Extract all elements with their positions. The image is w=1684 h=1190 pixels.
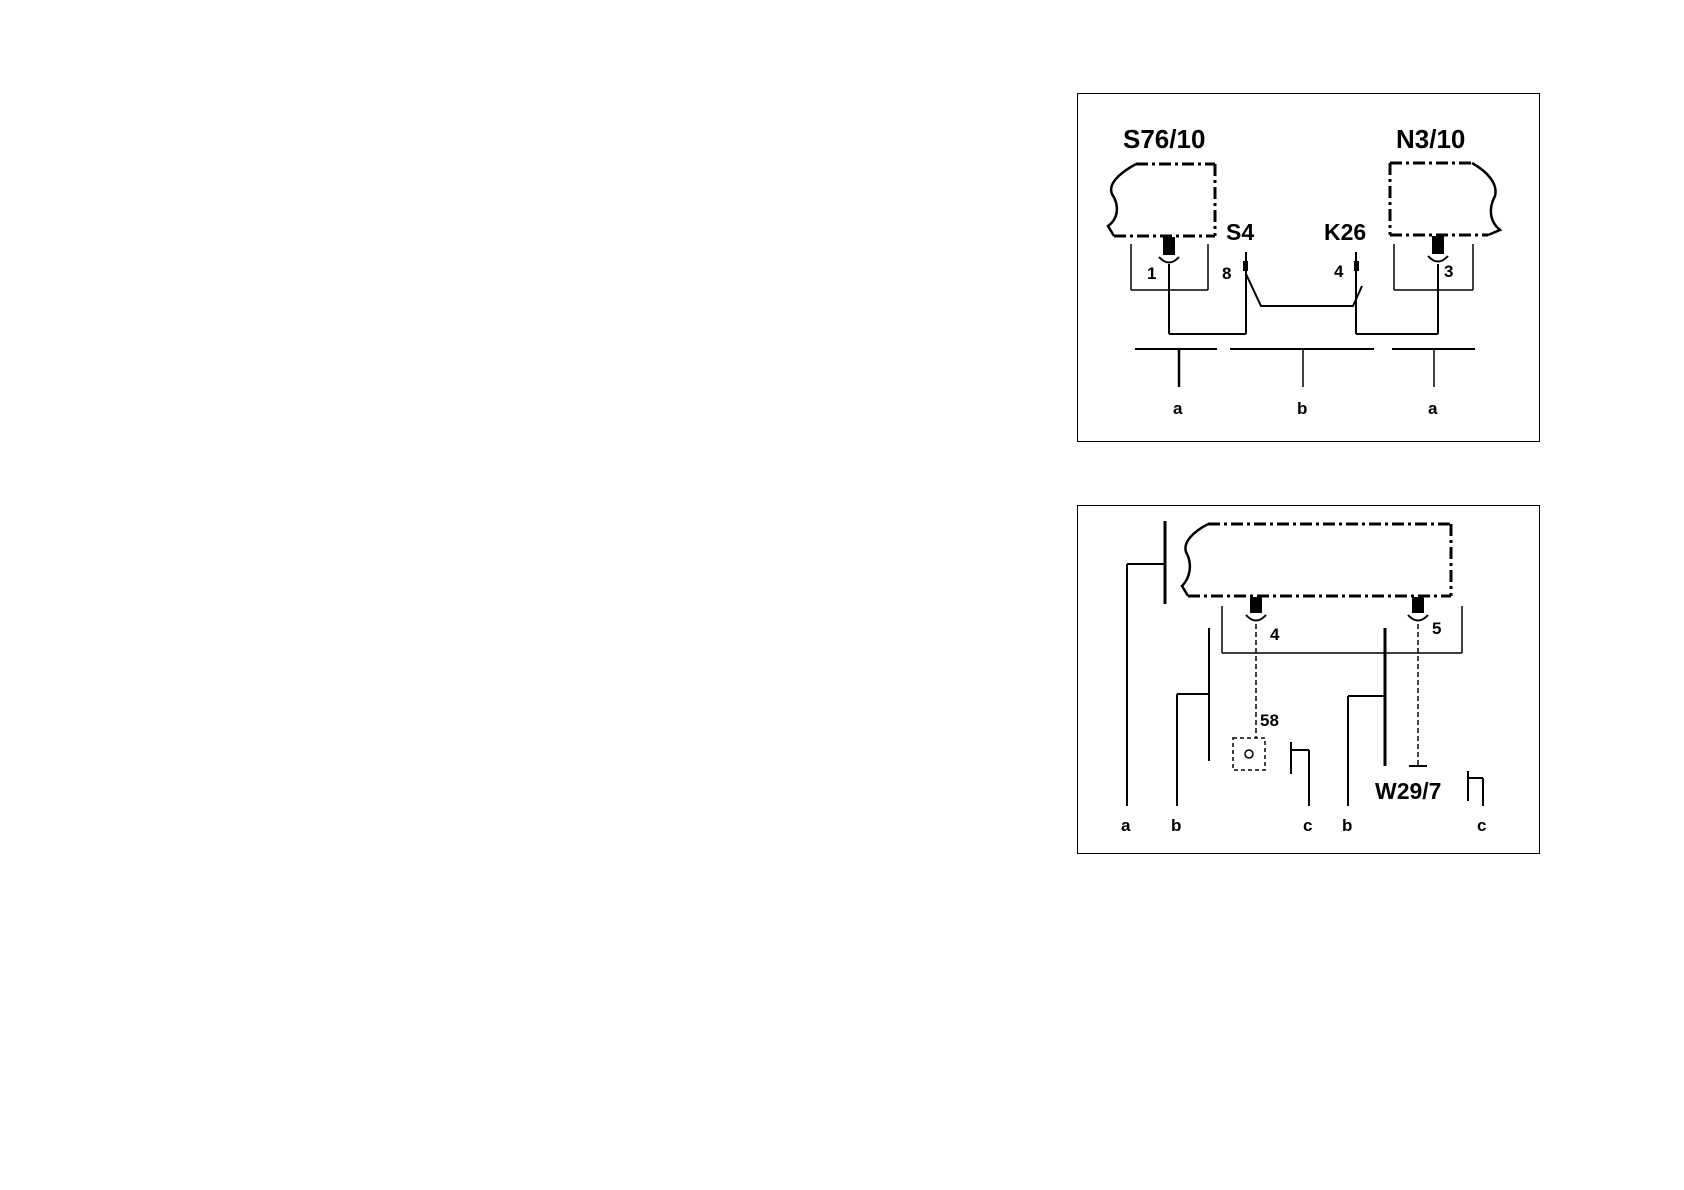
wire-c-left (1291, 742, 1309, 806)
component-s76-10-housing (1108, 164, 1215, 236)
bus-bars-top (1135, 349, 1475, 387)
bus-label-b: b (1297, 399, 1307, 418)
bus-label-b-left: b (1171, 816, 1181, 835)
terminal-label-58: 58 (1260, 711, 1279, 730)
label-s76-10: S76/10 (1123, 124, 1205, 154)
component-housing-bottom (1182, 524, 1451, 596)
wiring-diagram-top-svg: S76/10 1 N3/10 3 S (1078, 94, 1539, 441)
wiring-diagram-top: S76/10 1 N3/10 3 S (1077, 93, 1540, 442)
bus-label-a-left: a (1173, 399, 1183, 418)
connector-right-top (1394, 236, 1473, 334)
label-n3-10: N3/10 (1396, 124, 1465, 154)
pin-label-1: 1 (1147, 264, 1156, 283)
pin-label-4: 4 (1270, 625, 1280, 644)
pin-label-8: 8 (1222, 264, 1231, 283)
bus-label-a: a (1121, 816, 1131, 835)
relay-k26-wiring (1354, 252, 1438, 334)
pin-label-3: 3 (1444, 262, 1453, 281)
bus-label-c-left: c (1303, 816, 1312, 835)
label-s4: S4 (1226, 219, 1254, 245)
label-w29-7: W29/7 (1375, 778, 1441, 804)
connector-left-top (1131, 237, 1208, 334)
wiring-diagram-bottom-svg: 4 5 58 (1078, 506, 1539, 853)
pin-label-4-relay: 4 (1334, 262, 1344, 281)
bus-label-c-right: c (1477, 816, 1486, 835)
connector-pin-5 (1408, 597, 1428, 766)
component-n3-10-housing (1390, 163, 1500, 235)
wire-b-left (1177, 628, 1209, 806)
pin-label-5: 5 (1432, 619, 1441, 638)
bus-label-a-right: a (1428, 399, 1438, 418)
bus-label-b-right: b (1342, 816, 1352, 835)
wiring-diagram-bottom: 4 5 58 (1077, 505, 1540, 854)
label-k26: K26 (1324, 219, 1366, 245)
wire-c-right (1468, 771, 1483, 806)
wire-a (1127, 521, 1165, 806)
terminal-58 (1233, 738, 1265, 770)
